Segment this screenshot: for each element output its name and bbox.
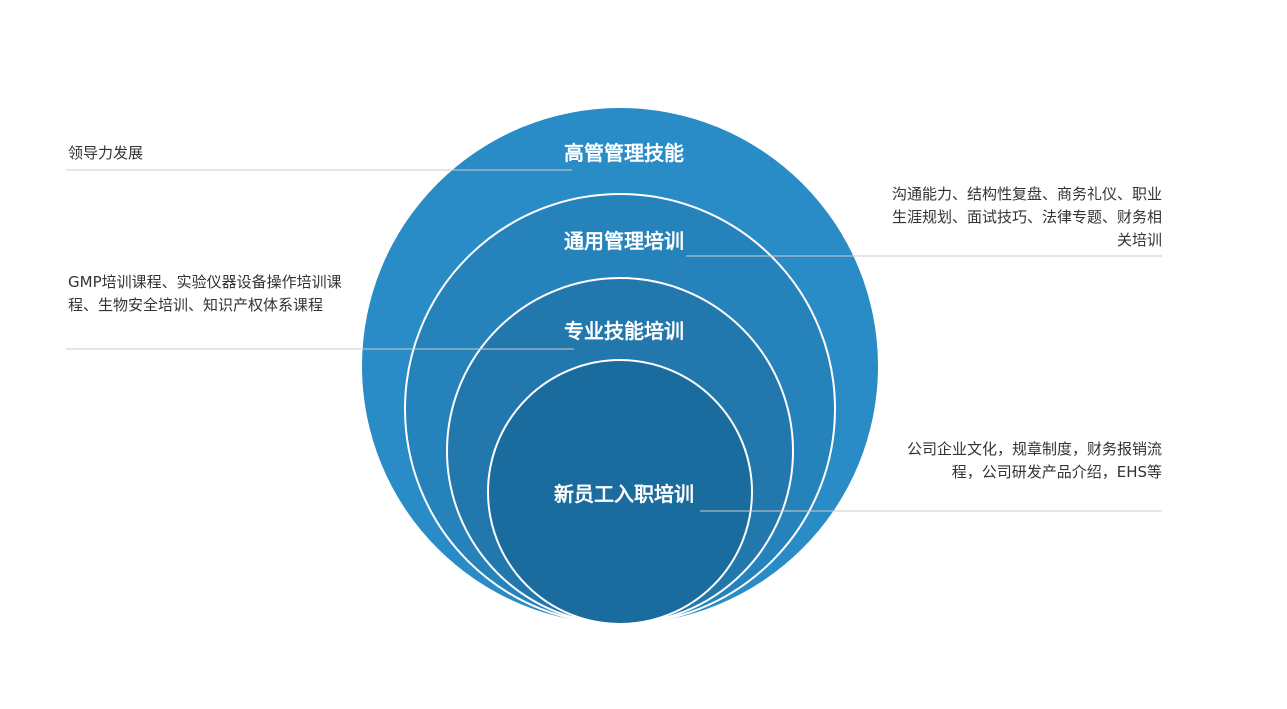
circle-new-employee xyxy=(487,359,753,625)
note-new-employee: 公司企业文化，规章制度，财务报销流程，公司研发产品介绍，EHS等 xyxy=(906,440,1162,481)
note-leadership: 领导力发展 xyxy=(68,144,144,162)
label-executive-management: 高管管理技能 xyxy=(564,141,684,165)
label-general-management: 通用管理培训 xyxy=(564,229,684,253)
note-general-management: 沟通能力、结构性复盘、商务礼仪、职业生涯规划、面试技巧、法律专题、财务相关培训 xyxy=(891,185,1162,249)
label-new-employee: 新员工入职培训 xyxy=(554,482,694,506)
note-professional-skills: GMP培训课程、实验仪器设备操作培训课程、生物安全培训、知识产权体系课程 xyxy=(68,273,342,314)
label-professional-skills: 专业技能培训 xyxy=(564,319,684,343)
